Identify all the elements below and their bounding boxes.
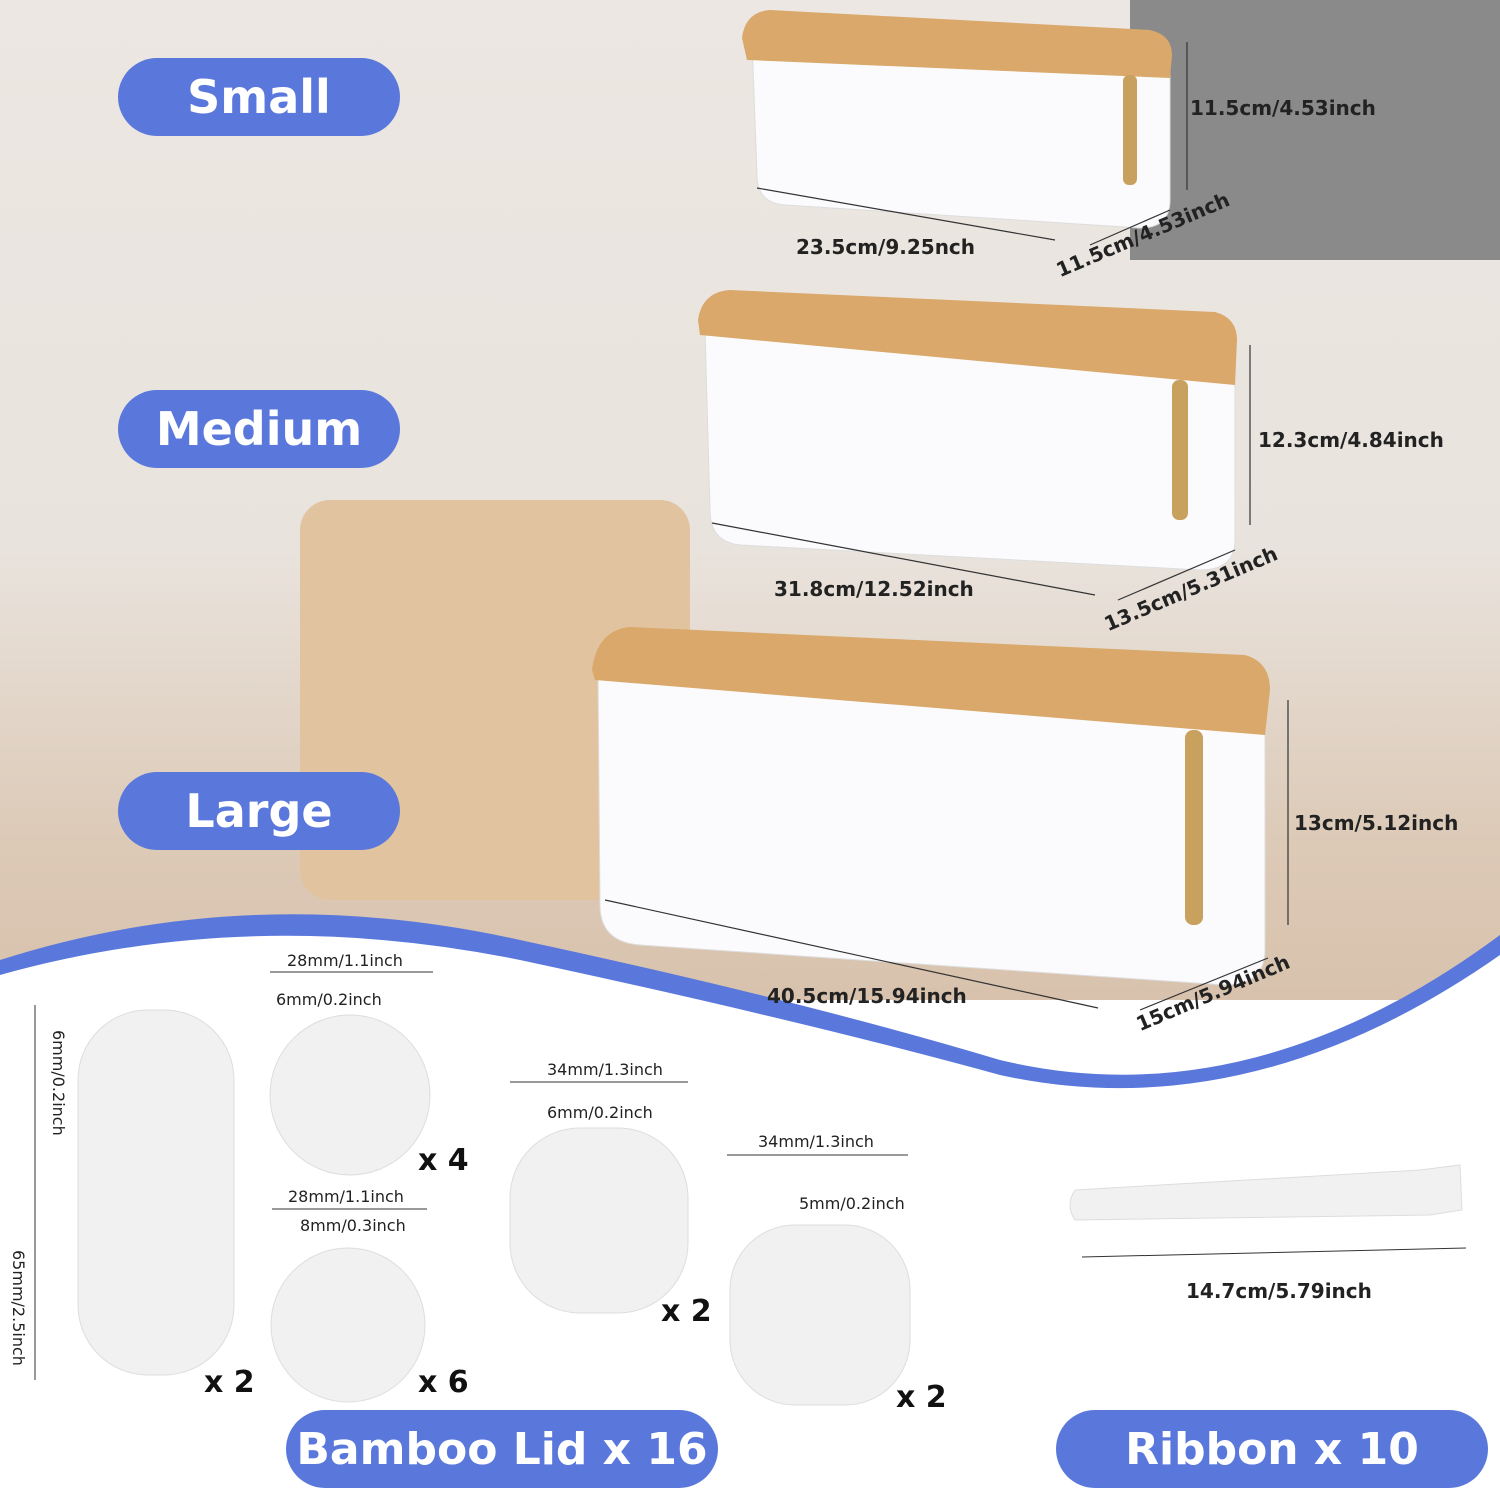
large-length: 40.5cm/15.94inch xyxy=(767,984,967,1008)
dimension-lines xyxy=(604,42,1289,1011)
ribbon-strap xyxy=(1069,1164,1463,1221)
square-clip-3 xyxy=(509,1127,689,1314)
medium-box xyxy=(698,290,1237,571)
size-badge-small: Small xyxy=(118,58,400,136)
strip-clip xyxy=(77,1009,235,1376)
round6-qty: x 6 xyxy=(418,1365,469,1400)
square3-slot: 6mm/0.2inch xyxy=(547,1103,653,1122)
round6-slot: 8mm/0.3inch xyxy=(300,1216,406,1235)
round6-width: 28mm/1.1inch xyxy=(288,1187,404,1206)
round4-slot: 6mm/0.2inch xyxy=(276,990,382,1009)
round-clip-4 xyxy=(269,1014,431,1176)
strip-qty: x 2 xyxy=(204,1365,255,1400)
monitor-shape xyxy=(1130,0,1500,260)
ribbon-badge: Ribbon x 10 xyxy=(1056,1410,1488,1488)
strip-height: 65mm/2.5inch xyxy=(9,1250,28,1366)
size-badge-large: Large xyxy=(118,772,400,850)
strip-slot: 6mm/0.2inch xyxy=(49,1030,68,1136)
large-box xyxy=(592,627,1270,986)
bamboo-lid-badge: Bamboo Lid x 16 xyxy=(286,1410,718,1488)
square2-qty: x 2 xyxy=(896,1380,947,1415)
medium-height: 12.3cm/4.84inch xyxy=(1258,428,1444,452)
round-clip-6 xyxy=(270,1247,426,1403)
small-length: 23.5cm/9.25nch xyxy=(796,235,976,259)
cable-clips xyxy=(77,1009,1463,1406)
square3-width: 34mm/1.3inch xyxy=(547,1060,663,1079)
size-badge-medium: Medium xyxy=(118,390,400,468)
large-height: 13cm/5.12inch xyxy=(1294,811,1459,835)
square2-slot: 5mm/0.2inch xyxy=(799,1194,905,1213)
round4-qty: x 4 xyxy=(418,1143,469,1178)
round4-width: 28mm/1.1inch xyxy=(287,951,403,970)
ribbon-length: 14.7cm/5.79inch xyxy=(1186,1279,1372,1303)
square3-qty: x 2 xyxy=(661,1294,712,1329)
square-clip-2 xyxy=(729,1224,911,1406)
small-box xyxy=(742,10,1172,229)
medium-length: 31.8cm/12.52inch xyxy=(774,577,974,601)
small-height: 11.5cm/4.53inch xyxy=(1190,96,1376,120)
square2-width: 34mm/1.3inch xyxy=(758,1132,874,1151)
